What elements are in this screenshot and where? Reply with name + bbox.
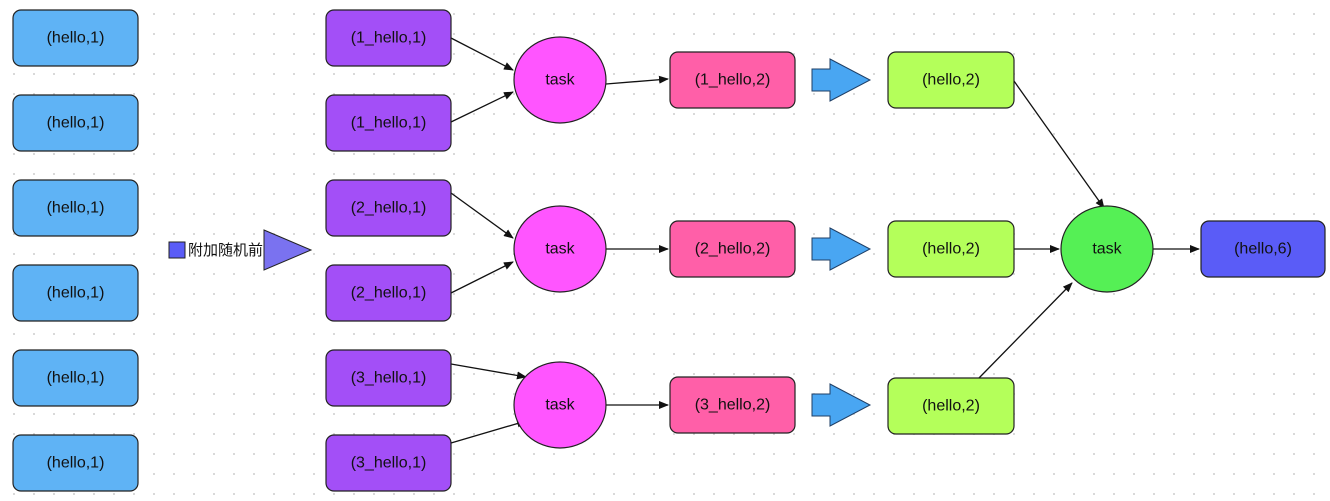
- source-word-node: (hello,1): [12, 434, 139, 492]
- block-arrow-icon: [811, 58, 872, 102]
- block-arrow-icon: [811, 383, 872, 427]
- task-node: task: [513, 205, 607, 293]
- task-node: task: [513, 36, 607, 124]
- stripped-result-node: (hello,2): [887, 377, 1015, 435]
- connectors: [450, 37, 1200, 444]
- source-word-node: (hello,1): [12, 9, 139, 67]
- prefix-step-label: 附加随机前缀: [188, 241, 278, 259]
- edge-prefixed-5-to-task-3: [450, 363, 527, 380]
- partial-result-node: (2_hello,2): [669, 220, 796, 278]
- stripped-result-label: (hello,2): [922, 241, 980, 258]
- prefix-step-arrow-icon: [263, 229, 313, 271]
- task-label: task: [545, 72, 575, 89]
- prefix-step-marker-icon: [168, 241, 186, 259]
- prefixed-word-label: (1_hello,1): [351, 30, 427, 47]
- prefixed-word-node: (1_hello,1): [325, 94, 452, 152]
- stripped-result-node: (hello,2): [887, 51, 1015, 109]
- source-word-node: (hello,1): [12, 264, 139, 322]
- source-word-label: (hello,1): [47, 200, 105, 217]
- source-word-label: (hello,1): [47, 115, 105, 132]
- source-word-node: (hello,1): [12, 179, 139, 237]
- partial-result-node: (3_hello,2): [669, 376, 796, 434]
- stripped-result-label: (hello,2): [922, 398, 980, 415]
- first-task-column: task task task: [513, 36, 607, 449]
- prefixed-word-node: (3_hello,1): [325, 349, 452, 407]
- prefixed-word-label: (3_hello,1): [351, 455, 427, 472]
- partial-result-label: (3_hello,2): [695, 397, 771, 414]
- source-column: (hello,1) (hello,1) (hello,1) (hello,1) …: [12, 9, 139, 492]
- block-arrow-icon: [811, 227, 872, 271]
- source-word-node: (hello,1): [12, 349, 139, 407]
- final-result-node: (hello,6): [1200, 220, 1326, 278]
- prefixed-word-node: (2_hello,1): [325, 179, 452, 237]
- prefixed-word-node: (2_hello,1): [325, 264, 452, 322]
- edge-prefixed-3-to-task-2: [450, 192, 514, 239]
- prefixed-word-node: (1_hello,1): [325, 9, 452, 67]
- prefix-step: 附加随机前缀: [168, 229, 313, 271]
- source-word-label: (hello,1): [47, 370, 105, 387]
- prefixed-word-label: (3_hello,1): [351, 370, 427, 387]
- final-result-label: (hello,6): [1234, 241, 1292, 258]
- source-word-node: (hello,1): [12, 94, 139, 152]
- stripped-result-label: (hello,2): [922, 72, 980, 89]
- partial-result-label: (2_hello,2): [695, 241, 771, 258]
- prefixed-word-label: (2_hello,1): [351, 200, 427, 217]
- edge-prefixed-6-to-task-3: [450, 419, 527, 444]
- partial-result-column: (1_hello,2) (2_hello,2) (3_hello,2): [669, 51, 796, 434]
- stripped-result-node: (hello,2): [887, 220, 1015, 278]
- partial-result-node: (1_hello,2): [669, 51, 796, 109]
- source-word-label: (hello,1): [47, 285, 105, 302]
- block-arrows: [811, 58, 872, 427]
- stripped-result-column: (hello,2) (hello,2) (hello,2): [887, 51, 1015, 435]
- final-task-node: task: [1060, 205, 1154, 293]
- edge-prefixed-1-to-task-1: [450, 37, 514, 71]
- prefixed-word-node: (3_hello,1): [325, 434, 452, 492]
- task-label: task: [545, 241, 575, 258]
- final-task-label: task: [1092, 241, 1122, 258]
- source-word-label: (hello,1): [47, 455, 105, 472]
- edge-prefixed-4-to-task-2: [450, 261, 514, 294]
- edge-prefixed-2-to-task-1: [450, 91, 514, 123]
- edge-stripped-3-to-final-task: [978, 282, 1073, 379]
- task-node: task: [513, 361, 607, 449]
- task-label: task: [545, 397, 575, 414]
- edge-stripped-1-to-final-task: [1013, 80, 1105, 209]
- prefixed-word-label: (1_hello,1): [351, 115, 427, 132]
- prefixed-column: (1_hello,1) (1_hello,1) (2_hello,1) (2_h…: [325, 9, 452, 492]
- edge-task-1-to-partial-1: [605, 75, 669, 85]
- partial-result-label: (1_hello,2): [695, 72, 771, 89]
- prefixed-word-label: (2_hello,1): [351, 285, 427, 302]
- source-word-label: (hello,1): [47, 30, 105, 47]
